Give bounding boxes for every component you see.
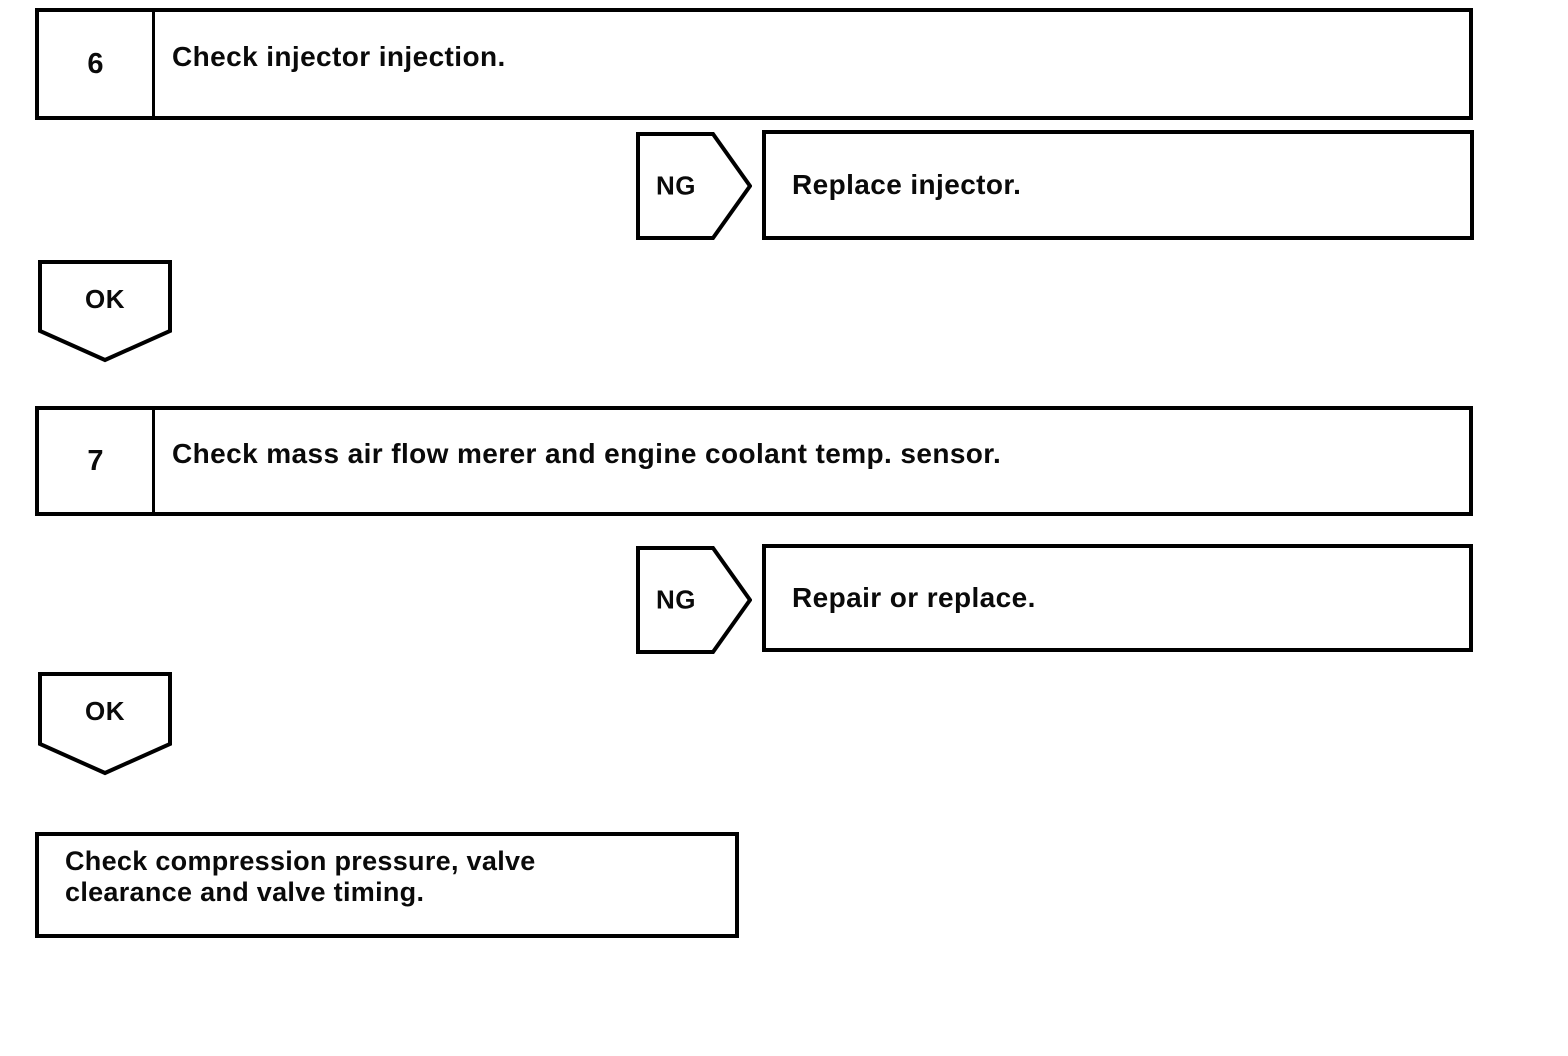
ng-arrow-tag: NG xyxy=(636,132,752,240)
ok-arrow-tag: OK xyxy=(38,260,172,363)
terminal-label: Check compression pressure, valve cleara… xyxy=(65,846,536,907)
ng-arrow-tag: NG xyxy=(636,546,752,654)
ok-arrow-shape xyxy=(38,260,172,363)
terminal-box: Check compression pressure, valve cleara… xyxy=(35,832,739,938)
ng-label: NG xyxy=(656,170,696,201)
ok-arrow-tag: OK xyxy=(38,672,172,776)
step-title: Check mass air flow merer and engine coo… xyxy=(172,438,1002,469)
ng-action-label: Repair or replace. xyxy=(792,582,1036,613)
ng-action-label: Replace injector. xyxy=(792,169,1022,200)
ng-label: NG xyxy=(656,584,696,615)
ng-arrow-shape xyxy=(636,546,752,654)
ng-arrow-shape xyxy=(636,132,752,240)
ok-label: OK xyxy=(85,696,125,726)
step-number: 6 xyxy=(39,12,155,116)
ng-action-box: Replace injector. xyxy=(762,130,1474,240)
ng-action-box: Repair or replace. xyxy=(762,544,1473,652)
step-box-7: 7 Check mass air flow merer and engine c… xyxy=(35,406,1473,516)
ok-label: OK xyxy=(85,284,125,314)
step-title: Check injector injection. xyxy=(172,41,506,72)
ok-arrow-shape xyxy=(38,672,172,776)
step-box-6: 6 Check injector injection. xyxy=(35,8,1473,120)
step-number: 7 xyxy=(39,410,155,512)
